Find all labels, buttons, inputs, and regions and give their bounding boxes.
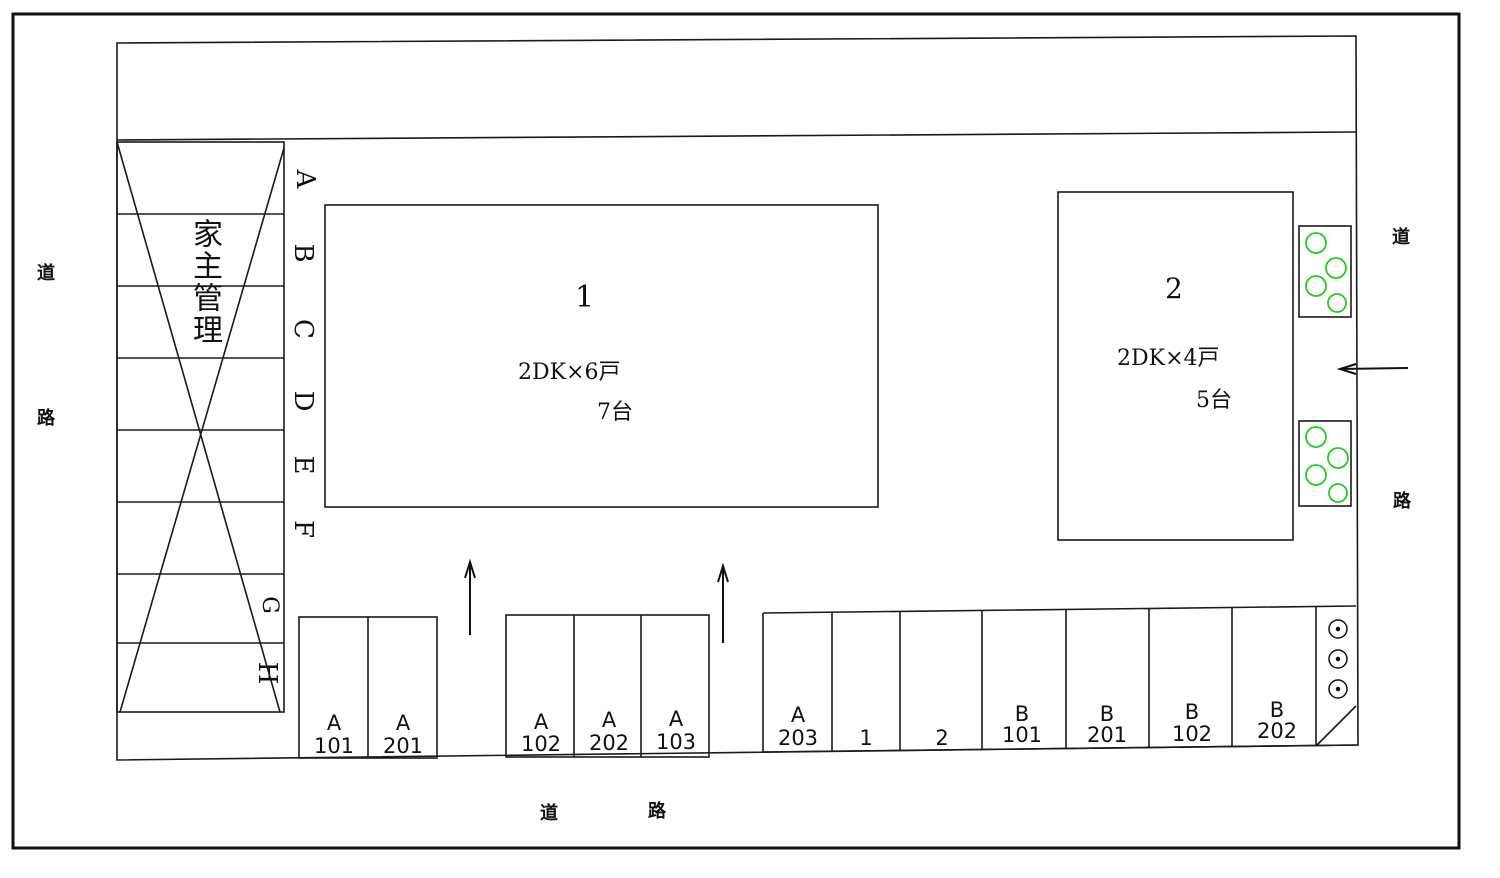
parking-b201-top: B — [1099, 702, 1115, 726]
building-1-outline — [324, 204, 879, 508]
building-1-units: 2DK×6戸 — [518, 360, 621, 385]
owner-area-cross-1 — [116, 141, 281, 713]
side-letter-e: E — [288, 455, 318, 475]
side-letter-d: D — [288, 390, 318, 412]
parking-b202-top: B — [1269, 698, 1285, 722]
parking-a201-bottom: 201 — [382, 734, 424, 758]
parking-b101-bottom: 101 — [1001, 723, 1043, 747]
building-2-parking: 5台 — [1196, 388, 1232, 413]
parking-group-3 — [762, 605, 1359, 753]
owner-area-cross-2 — [119, 147, 285, 713]
side-letter-f: F — [288, 519, 318, 539]
side-letter-g: G — [257, 596, 282, 614]
parking-1-bottom: 1 — [859, 726, 873, 750]
parking-b101-top: B — [1014, 702, 1030, 726]
parking-a202-top: A — [601, 708, 617, 732]
parking-group-2 — [505, 614, 710, 758]
side-letter-c: C — [288, 319, 318, 339]
side-letter-h: H — [252, 661, 282, 685]
road-left-char-2: 路 — [37, 408, 55, 429]
arrow-left-entry — [1336, 363, 1409, 375]
parking-b201-bottom: 201 — [1086, 723, 1128, 747]
arrow-up-right — [717, 562, 729, 643]
shrub-box-upper — [1298, 225, 1352, 318]
parking-a103-top: A — [668, 707, 684, 731]
parking-a101-top: A — [326, 711, 342, 735]
building-1-parking: 7台 — [597, 400, 633, 425]
parking-b202-bottom: 202 — [1256, 719, 1298, 743]
building-1-number: 1 — [575, 280, 595, 315]
building-2-number: 2 — [1165, 272, 1183, 305]
parking-a101-bottom: 101 — [313, 734, 355, 758]
parking-a202-bottom: 202 — [588, 731, 630, 755]
parking-b102-top: B — [1184, 700, 1200, 724]
owner-area-box — [116, 141, 285, 713]
outer-frame — [11, 12, 1461, 850]
building-2-units: 2DK×4戸 — [1117, 346, 1220, 371]
owner-area-rows — [117, 213, 284, 644]
parking-a102-top: A — [533, 710, 549, 734]
side-letter-a: A — [290, 169, 320, 189]
corner-markers — [1328, 619, 1348, 699]
building-2-outline — [1057, 191, 1294, 541]
top-strip-line — [116, 131, 1357, 141]
parking-group-1 — [298, 616, 438, 759]
road-bottom-char-2: 路 — [648, 801, 666, 822]
arrow-up-left — [464, 558, 476, 635]
owner-area-label: 家主管理 — [187, 218, 222, 346]
parking-2-bottom: 2 — [935, 726, 949, 750]
shrub-lower-circles — [1305, 426, 1349, 503]
parking-a203-bottom: 203 — [777, 726, 819, 750]
parking-a103-bottom: 103 — [655, 730, 697, 754]
parking-a201-top: A — [395, 711, 411, 735]
shrub-upper-circles — [1305, 232, 1347, 313]
road-right-char-1: 道 — [1392, 227, 1410, 248]
road-left-char-1: 道 — [37, 263, 55, 284]
parking-a102-bottom: 102 — [520, 732, 562, 756]
parking-a203-top: A — [790, 703, 806, 727]
road-right-char-2: 路 — [1393, 491, 1411, 512]
side-letter-b: B — [288, 243, 318, 263]
parking-b102-bottom: 102 — [1171, 722, 1213, 746]
shrub-box-lower — [1298, 420, 1352, 507]
road-bottom-char-1: 道 — [540, 803, 558, 824]
